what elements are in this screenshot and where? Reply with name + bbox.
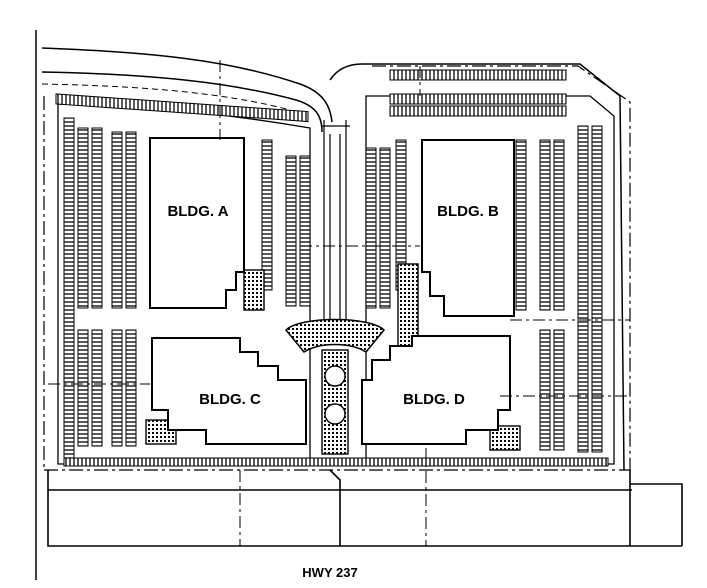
parking-stalls	[55, 69, 609, 467]
building-a-label: BLDG. A	[167, 203, 228, 220]
building-a	[149, 137, 245, 309]
property-line	[43, 65, 631, 471]
highway-frontage	[47, 469, 683, 547]
access-road	[35, 30, 625, 580]
building-c	[151, 337, 307, 445]
building-b-label: BLDG. B	[437, 203, 499, 220]
central-plaza	[284, 318, 386, 353]
building-c-label: BLDG. C	[199, 391, 261, 408]
buildings	[149, 137, 515, 445]
building-b	[421, 139, 515, 317]
building-d	[361, 335, 511, 445]
entry-boulevard	[322, 120, 350, 320]
easement-lines	[48, 60, 630, 546]
building-d-label: BLDG. D	[403, 391, 465, 408]
walkways	[145, 263, 521, 455]
highway-label: HWY 237	[302, 565, 357, 580]
